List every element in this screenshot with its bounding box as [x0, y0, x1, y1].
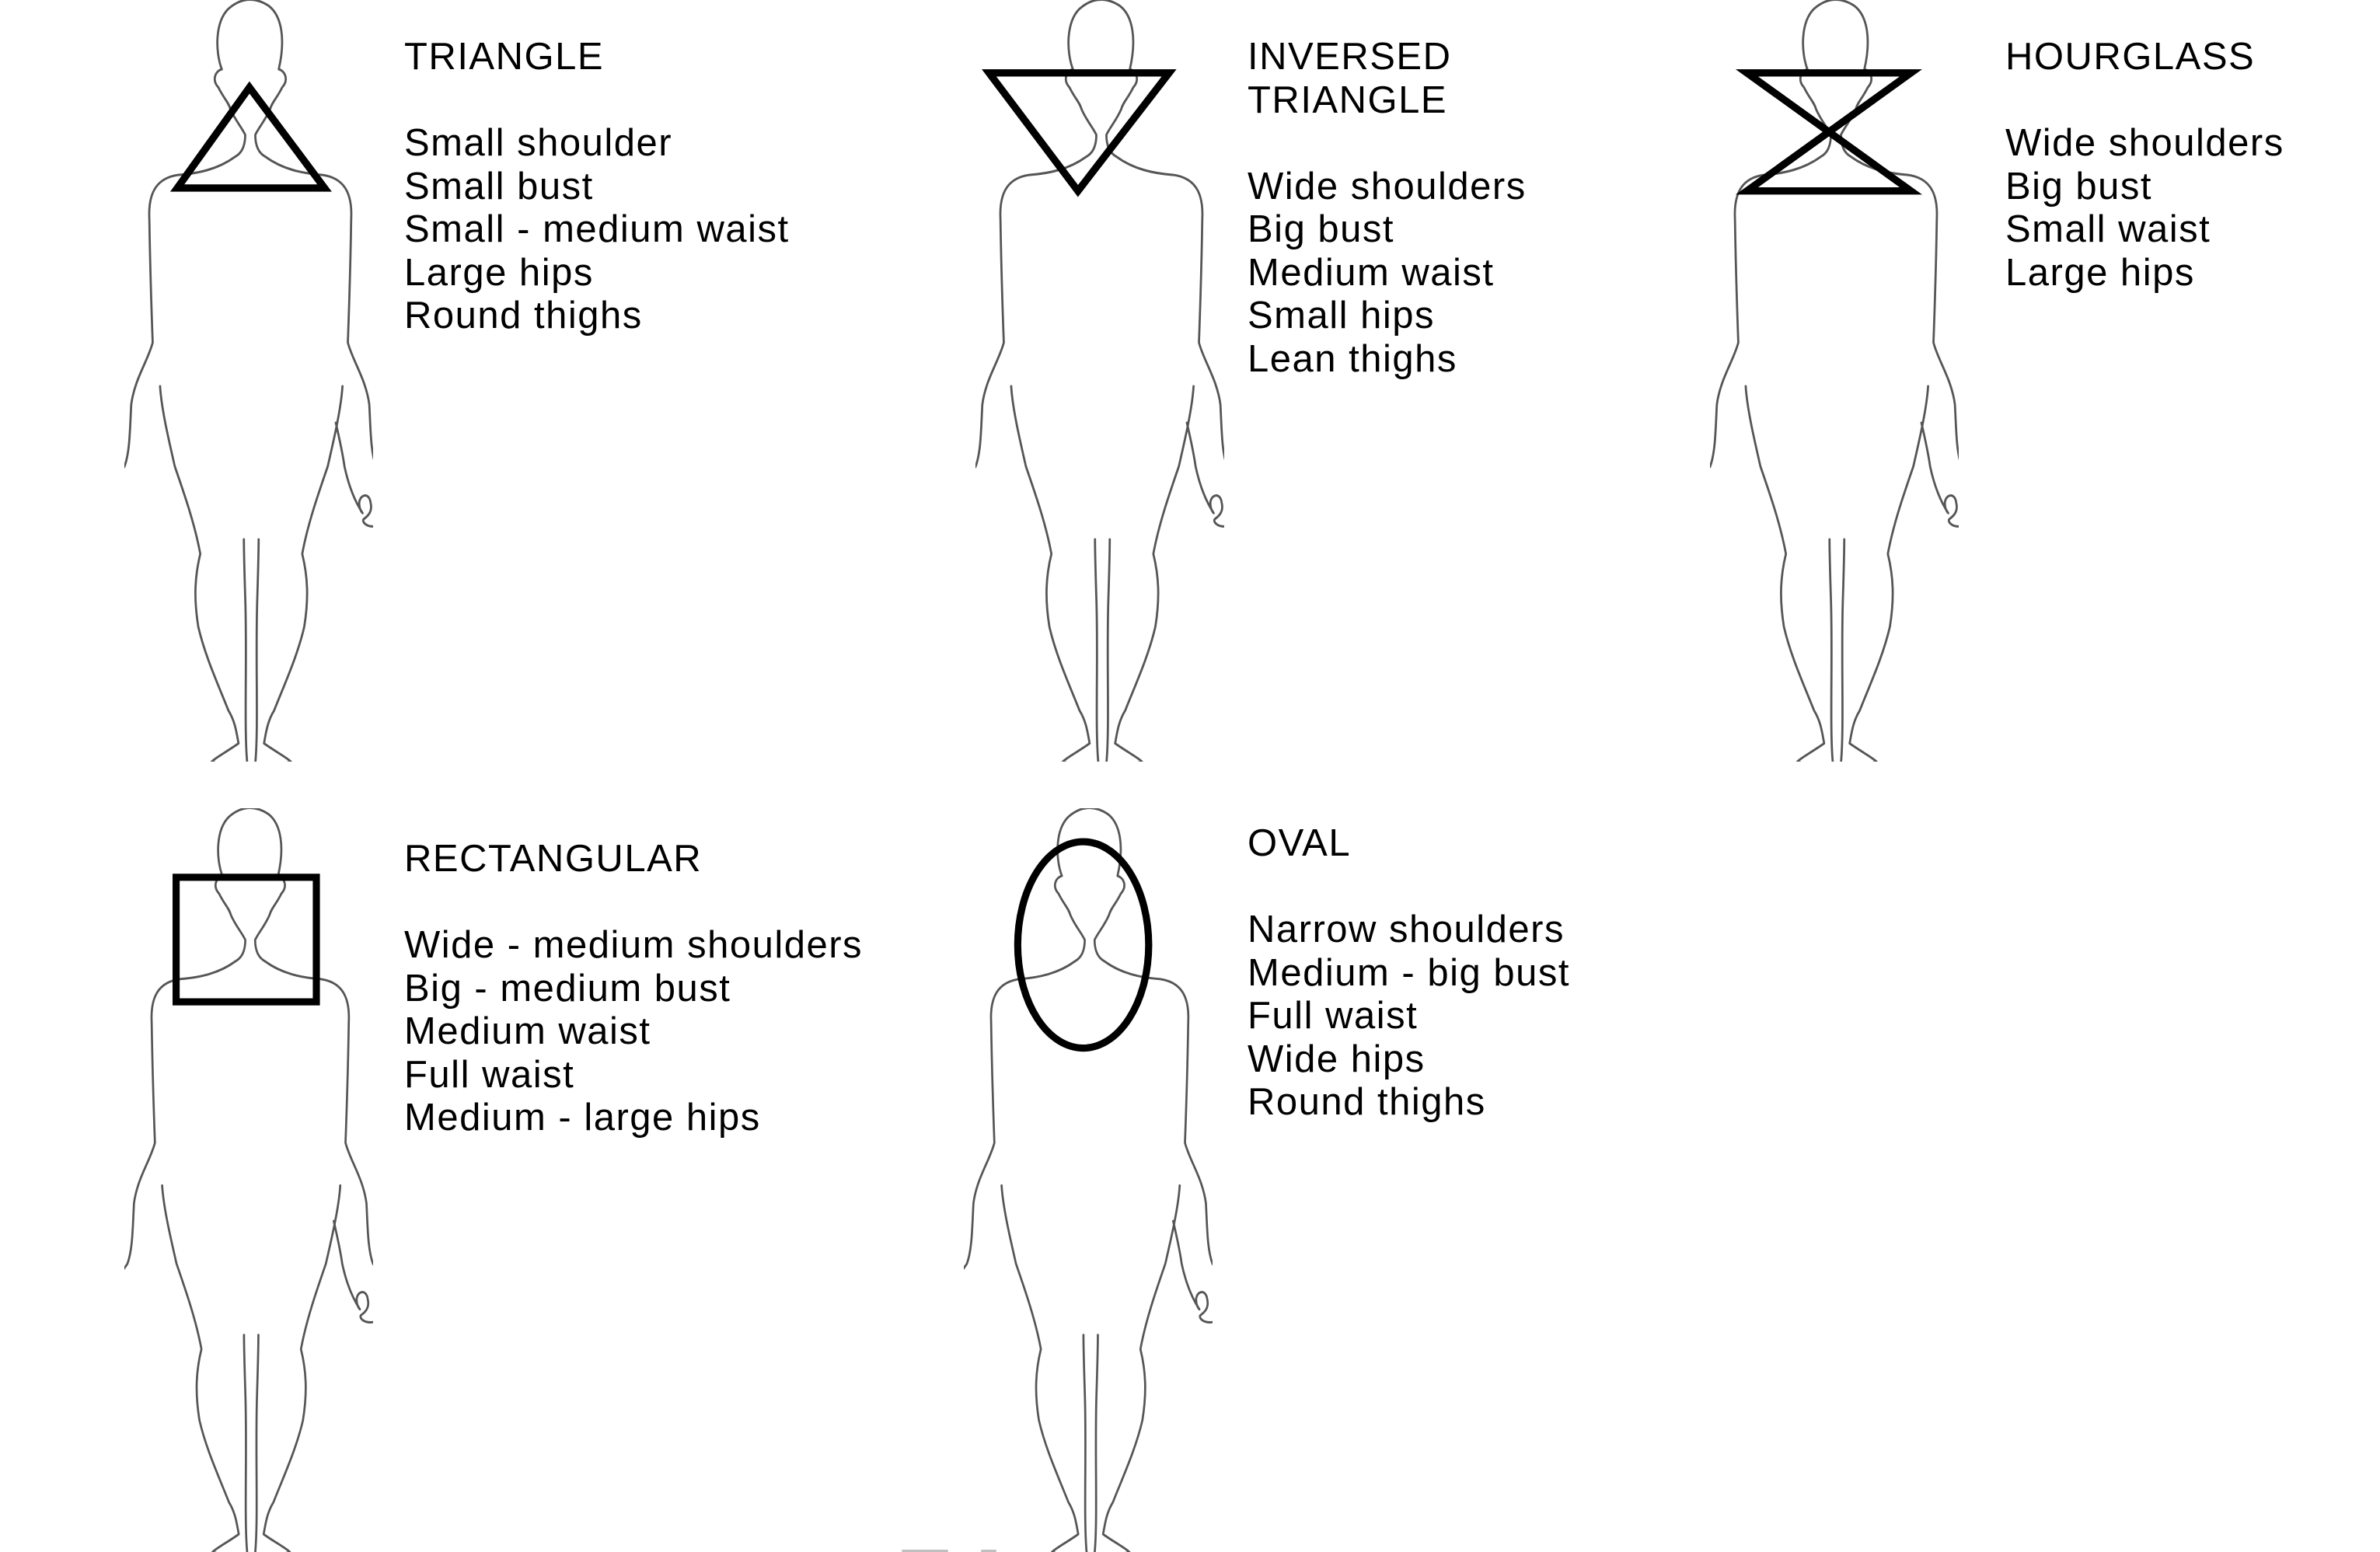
- trait-item: Large hips: [404, 251, 594, 294]
- trait-item: Big - medium bust: [404, 967, 731, 1010]
- inverted-triangle-shape-icon: [982, 69, 1177, 197]
- hourglass-shape-icon: [1735, 69, 1923, 195]
- body-type-title: TRIANGLE: [404, 36, 605, 78]
- oval-shape-icon: [1014, 838, 1153, 1052]
- trait-item: Wide shoulders: [1248, 165, 1527, 208]
- body-outline-icon: [124, 0, 373, 762]
- edge-artifact: [981, 1550, 996, 1552]
- trait-item: Wide - medium shoulders: [404, 924, 864, 966]
- body-type-title: HOURGLASS: [2005, 36, 2256, 78]
- body-type-title: INVERSED TRIANGLE: [1248, 36, 1452, 121]
- trait-item: Narrow shoulders: [1248, 909, 1565, 950]
- trait-item: Small hips: [1248, 295, 1436, 337]
- body-outline-icon: [124, 808, 373, 1552]
- body-outline-icon: [964, 808, 1213, 1552]
- triangle-description: TRIANGLE Small shoulder Small bust Small…: [404, 36, 790, 338]
- trait-item: Medium - big bust: [1248, 951, 1570, 994]
- trait-item: Small shoulder: [404, 122, 673, 164]
- trait-item: Round thighs: [404, 295, 643, 337]
- hourglass-figure: [1710, 0, 1959, 762]
- inversed-triangle-description: INVERSED TRIANGLE Wide shoulders Big bus…: [1248, 36, 1527, 381]
- trait-item: Big bust: [1248, 208, 1395, 250]
- trait-item: Wide shoulders: [2005, 122, 2284, 164]
- hourglass-description: HOURGLASS Wide shoulders Big bust Small …: [2005, 36, 2284, 295]
- rectangular-figure: [124, 808, 373, 1552]
- trait-item: Small - medium waist: [404, 208, 790, 250]
- oval-figure: [964, 808, 1213, 1552]
- trait-item: Medium waist: [1248, 251, 1495, 294]
- trait-item: Full waist: [404, 1053, 575, 1096]
- triangle-shape-icon: [169, 81, 332, 192]
- body-outline-icon: [1710, 0, 1959, 762]
- inversed-triangle-figure: [975, 0, 1224, 762]
- body-type-title: RECTANGULAR: [404, 838, 703, 880]
- triangle-figure: [124, 0, 373, 762]
- body-type-title: OVAL: [1248, 822, 1352, 864]
- oval-description: OVAL Narrow shoulders Medium - big bust …: [1248, 822, 1570, 1125]
- trait-item: Round thighs: [1248, 1081, 1486, 1123]
- trait-item: Full waist: [1248, 995, 1419, 1037]
- rectangle-shape-icon: [173, 874, 320, 1006]
- trait-item: Small waist: [2005, 208, 2211, 250]
- trait-item: Lean thighs: [1248, 337, 1457, 380]
- trait-item: Small bust: [404, 165, 594, 208]
- trait-item: Medium - large hips: [404, 1097, 761, 1139]
- body-outline-icon: [975, 0, 1224, 762]
- trait-item: Wide hips: [1248, 1038, 1426, 1080]
- trait-item: Large hips: [2005, 251, 2195, 294]
- trait-item: Medium waist: [404, 1010, 651, 1052]
- rectangular-description: RECTANGULAR Wide - medium shoulders Big …: [404, 838, 863, 1140]
- edge-artifact: [902, 1550, 948, 1552]
- trait-item: Big bust: [2005, 165, 2153, 208]
